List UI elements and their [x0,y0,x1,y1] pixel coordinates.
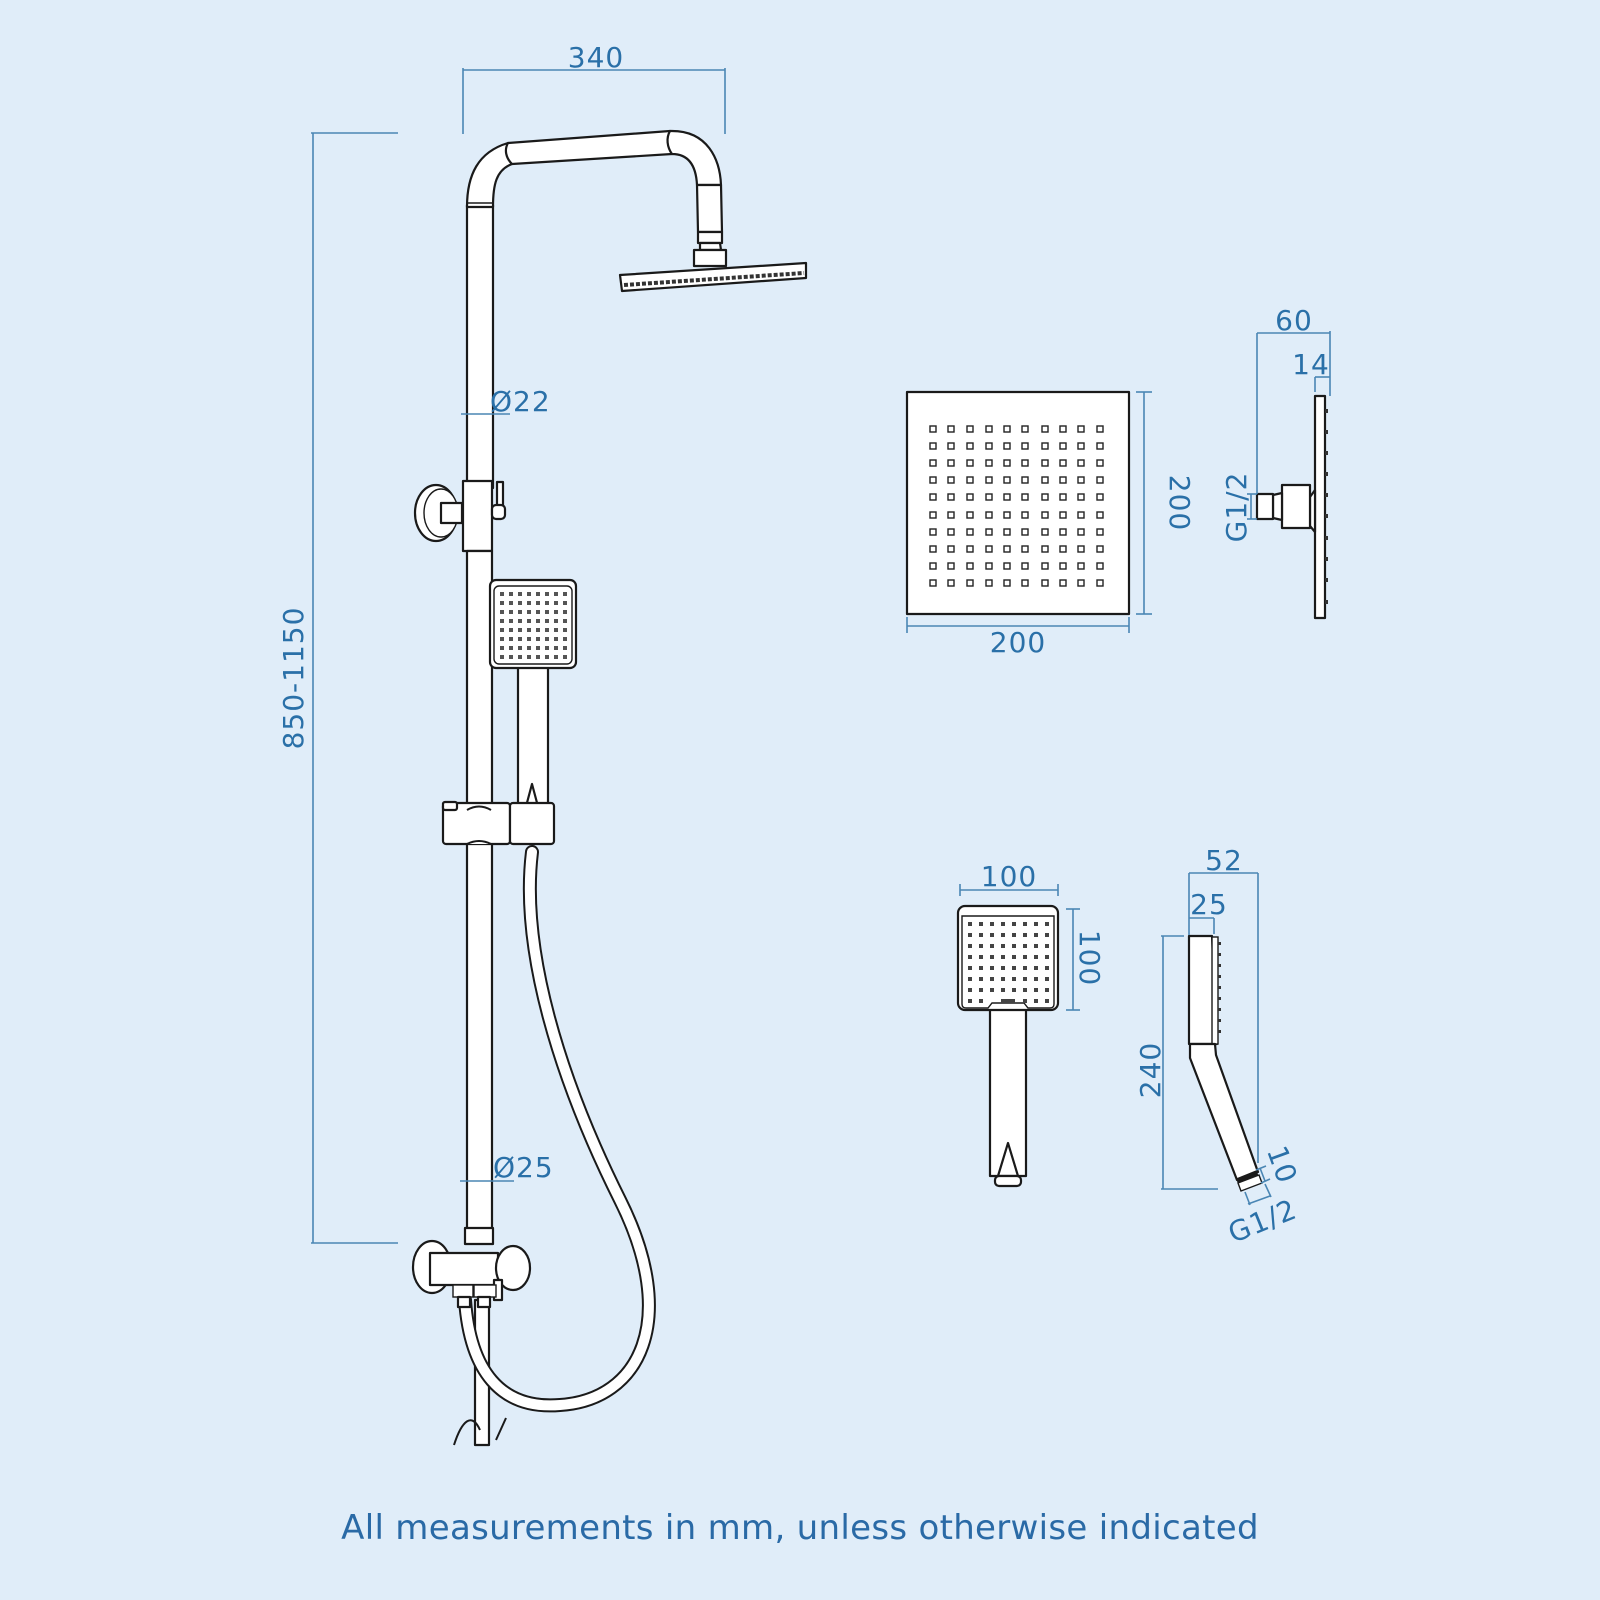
side-thickness-dimension: 14 [1292,348,1330,392]
arm-width-dimension: 340 [462,41,726,134]
upper-pipe-and-arm [465,129,808,490]
slider-bracket [441,800,556,846]
overhead-height-label: 200 [1163,475,1196,531]
hand-shower-side-view: 52 25 240 10 G1/2 [1134,844,1304,1250]
side-thickness-label: 14 [1292,348,1330,381]
hand-width-dimension: 100 [959,860,1059,896]
hand-thread-label: G1/2 [1223,1193,1301,1250]
overhead-height-dimension: 200 [1136,391,1196,615]
upper-diameter-label: Ø22 [490,385,551,418]
hand-side-length-dimension: 240 [1134,935,1218,1190]
hand-height-label: 100 [1073,930,1106,986]
upper-wall-bracket [413,479,507,553]
overhead-shower-side-view: 60 14 G1/2 [1220,304,1331,620]
lower-diameter-dimension: Ø25 [460,1151,554,1184]
overhead-width-dimension: 200 [906,617,1130,659]
upper-diameter-dimension: Ø22 [461,385,551,418]
lower-diameter-label: Ø25 [493,1151,554,1184]
side-depth-label: 60 [1275,304,1313,337]
overhead-width-label: 200 [990,626,1046,659]
shower-hose [458,845,656,1413]
rail-hand-shower [488,578,578,817]
side-thread-dimension: G1/2 [1220,472,1257,543]
units-note: All measurements in mm, unless otherwise… [341,1508,1259,1548]
side-thread-label: G1/2 [1220,472,1253,543]
side-nozzles [1325,409,1328,604]
rail-hand-shower-holes [500,592,567,659]
hand-thread-dimension: G1/2 [1223,1183,1301,1250]
hand-shower-front-view: 100 100 [956,860,1106,1188]
hand-thread-length-dimension: 10 [1255,1141,1304,1188]
hand-width-label: 100 [981,860,1037,893]
hand-side-depth-label: 52 [1205,844,1243,877]
overhead-nozzle-grid [929,425,1104,587]
hand-height-dimension: 100 [1066,908,1106,1011]
height-dimension: 850-1150 [277,132,398,1244]
hand-side-thickness-label: 25 [1190,888,1228,921]
hand-side-thickness-dimension: 25 [1189,888,1228,934]
hand-side-length-label: 240 [1134,1042,1167,1098]
hand-front-holes [968,922,1049,1003]
diverter-valve [411,1226,532,1309]
hand-side-depth-dimension: 52 [1188,844,1259,1163]
riser-kit: 340 850-1150 Ø22 [277,41,808,1447]
arm-width-label: 340 [568,41,624,74]
overhead-shower-front-view: 200 200 [905,390,1196,659]
side-depth-dimension: 60 [1256,304,1331,494]
height-range-label: 850-1150 [277,607,310,750]
